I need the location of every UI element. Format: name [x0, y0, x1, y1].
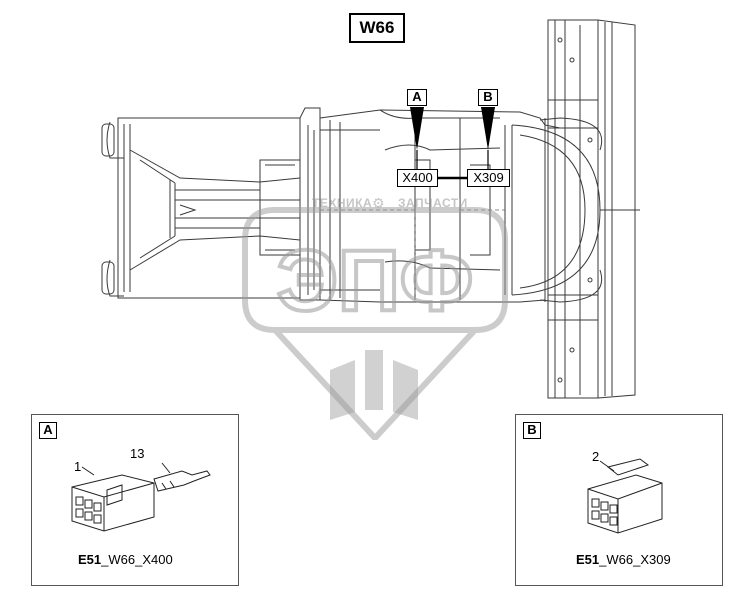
connector-x309-label: X309: [467, 169, 510, 187]
detail-panel-b: B 2 E51_W66_X309: [515, 414, 723, 586]
machine-top-view: [101, 19, 640, 399]
detail-a-caption: E51_W66_X400: [78, 552, 173, 567]
pointer-b-arrow: [481, 107, 495, 150]
connector-x400-housing-drawing: [71, 462, 211, 532]
watermark-logo: ЭПФ: [242, 207, 508, 440]
connector-x400-label: X400: [397, 169, 438, 187]
detail-panel-a: A 1 13 E51_W66_X400: [31, 414, 239, 586]
detail-b-caption-suffix: _W66_X309: [599, 552, 671, 567]
connector-x309-housing-drawing: [587, 458, 663, 534]
watermark-text-left: ТЕХНИКА: [312, 196, 373, 210]
detail-b-callout-housing: 2: [592, 449, 600, 464]
pointer-a-arrow: [410, 107, 424, 150]
detail-b-caption-prefix: E51: [576, 552, 600, 567]
harness-title: W66: [349, 13, 405, 43]
detail-b-tag: B: [523, 422, 541, 439]
pointer-a-tag: A: [407, 89, 427, 106]
detail-b-caption: E51_W66_X309: [576, 552, 671, 567]
pointer-b-tag: B: [478, 89, 498, 106]
detail-a-callout-housing: 1: [74, 459, 82, 474]
detail-a-caption-suffix: _W66_X400: [101, 552, 173, 567]
detail-a-caption-prefix: E51: [78, 552, 102, 567]
watermark-logo-text: ЭПФ: [277, 233, 473, 329]
detail-a-tag: A: [39, 422, 57, 439]
detail-a-callout-terminal: 13: [130, 446, 145, 461]
watermark-gear-icon: ⚙: [372, 195, 386, 211]
watermark-text-right: ЗАПЧАСТИ: [398, 196, 468, 210]
